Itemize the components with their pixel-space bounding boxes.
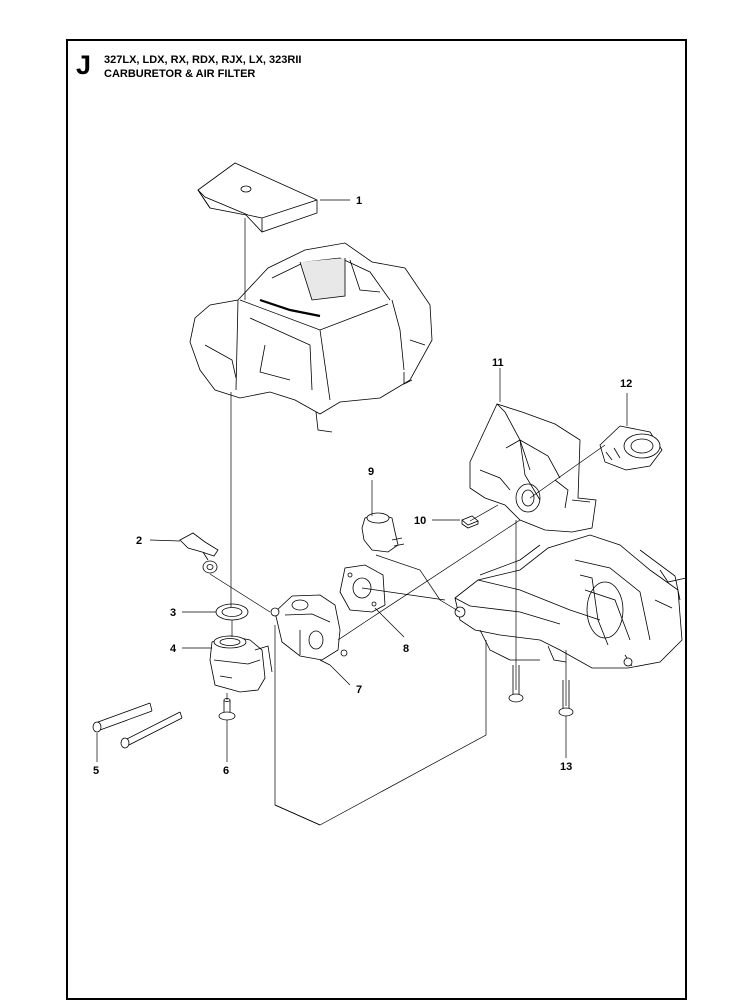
page-frame — [66, 39, 687, 1000]
callout-12: 12 — [620, 378, 632, 390]
primer-bulb-part[interactable] — [361, 512, 405, 553]
callout-3: 3 — [170, 607, 176, 619]
bolts-part[interactable] — [508, 665, 574, 717]
filter-holder-part[interactable] — [469, 403, 597, 533]
callout-11: 11 — [492, 357, 504, 369]
crankcase-part[interactable] — [454, 534, 687, 669]
callout-8: 8 — [403, 643, 409, 655]
callout-5: 5 — [93, 765, 99, 777]
callout-9: 9 — [368, 466, 374, 478]
carb-adapter-part[interactable] — [209, 635, 273, 693]
carb-gasket-part[interactable] — [339, 564, 386, 613]
callout-1: 1 — [356, 195, 362, 207]
air-filter-part[interactable] — [197, 162, 318, 233]
long-screws-part[interactable] — [92, 702, 183, 749]
callout-4: 4 — [170, 643, 177, 655]
diagram-title: CARBURETOR & AIR FILTER — [104, 68, 256, 80]
choke-lever-part[interactable] — [179, 532, 219, 574]
callout-6: 6 — [223, 765, 229, 777]
model-list: 327LX, LDX, RX, RDX, RJX, LX, 323RII — [104, 54, 302, 66]
leader-lines — [96, 199, 628, 762]
carburetor-part[interactable] — [270, 594, 348, 666]
short-screw-part[interactable] — [218, 698, 236, 721]
callout-13: 13 — [560, 761, 572, 773]
callout-7: 7 — [356, 684, 362, 696]
intake-boot-part[interactable] — [599, 425, 663, 471]
nut-part[interactable] — [461, 515, 479, 529]
assembly-lines — [209, 218, 606, 826]
section-letter: J — [76, 50, 92, 80]
callout-2: 2 — [136, 535, 142, 547]
gasket-ring-part[interactable] — [215, 603, 249, 621]
filter-cover-part[interactable] — [189, 242, 433, 433]
callout-10: 10 — [414, 515, 426, 527]
